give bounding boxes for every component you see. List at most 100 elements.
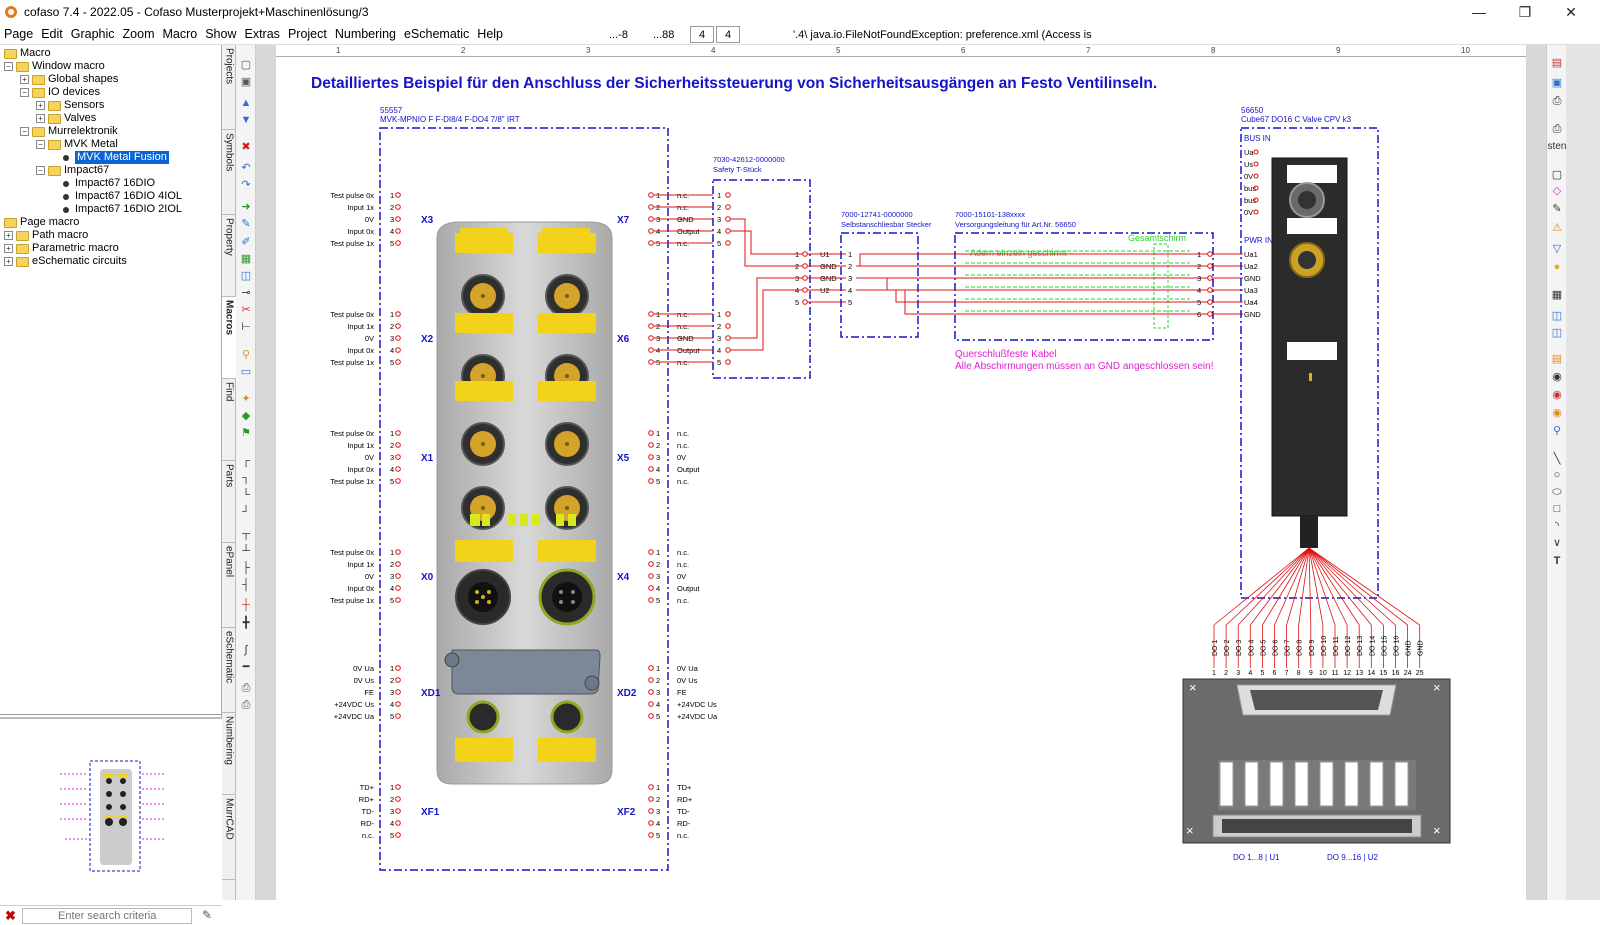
tree-node-impact67-16dio-2iol[interactable]: Impact67 16DIO 2IOL [60, 203, 182, 216]
tree-node-mvk-metal-fusion[interactable]: MVK Metal Fusion [60, 151, 169, 164]
grid-icon[interactable]: ▦ [240, 253, 252, 265]
fill-icon[interactable]: ◆ [241, 410, 251, 422]
collapse-icon[interactable]: − [36, 140, 45, 149]
text-tool-icon[interactable]: T [1553, 555, 1561, 567]
globe-icon[interactable]: ◉ [1552, 371, 1562, 383]
restore-button[interactable]: ❐ [1518, 3, 1532, 20]
tree-node-window-macro[interactable]: −Window macro [4, 60, 105, 73]
tab-parts[interactable]: Parts [222, 461, 236, 543]
menu-edit[interactable]: Edit [41, 27, 63, 41]
minimize-button[interactable]: — [1472, 4, 1486, 20]
menu-macro[interactable]: Macro [162, 27, 198, 41]
collapse-icon[interactable]: − [4, 62, 13, 71]
schematic-drawing[interactable]: Detailliertes Beispiel für den Anschluss… [276, 57, 1526, 900]
collapse-icon[interactable]: − [20, 88, 29, 97]
menu-show[interactable]: Show [205, 27, 237, 41]
tab-murrcad[interactable]: MurrCAD [222, 795, 236, 880]
polyline-tool-icon[interactable]: ∨ [1552, 537, 1562, 549]
collapse-icon[interactable]: − [36, 166, 45, 175]
arrow-down-icon[interactable]: ▼ [240, 114, 252, 126]
menu-project[interactable]: Project [287, 27, 327, 41]
window-icon[interactable]: ▭ [240, 366, 252, 378]
document-icon[interactable]: ▤ [1551, 57, 1563, 69]
layers-icon[interactable]: ◫ [1551, 310, 1563, 322]
stack-icon[interactable]: ◫ [1551, 327, 1563, 339]
right-tab-label[interactable]: sten [1547, 141, 1567, 152]
print-icon[interactable]: ⎙ [1552, 95, 1562, 107]
expand-icon[interactable]: + [20, 75, 29, 84]
line-icon[interactable]: ━ [242, 661, 250, 673]
note-icon[interactable]: ▤ [1551, 353, 1563, 365]
new-icon[interactable]: ▢ [240, 59, 252, 71]
arc-tool-icon[interactable]: ◝ [1554, 520, 1560, 532]
flag-icon[interactable]: ⚑ [241, 427, 251, 439]
junction-icon[interactable]: ╋ [242, 617, 250, 629]
tree-node-macro[interactable]: Macro [4, 47, 51, 60]
corner-br-icon[interactable]: ┘ [242, 506, 250, 518]
panel-icon[interactable]: ▣ [1551, 77, 1563, 89]
tree-node-io-devices[interactable]: −IO devices [20, 86, 100, 99]
tab-eschematic[interactable]: eSchematic [222, 628, 236, 713]
pencil-icon[interactable]: ✎ [241, 218, 251, 230]
magnifier-icon[interactable]: ⚲ [1552, 425, 1562, 437]
move-right-icon[interactable]: ➜ [241, 201, 251, 213]
tab-numbering[interactable]: Numbering [222, 713, 236, 795]
menu-graphic[interactable]: Graphic [70, 27, 115, 41]
rect-tool-icon[interactable]: □ [1553, 503, 1561, 515]
tee-right-icon[interactable]: ├ [242, 562, 250, 574]
collapse-icon[interactable]: − [20, 127, 29, 136]
tee-up-icon[interactable]: ┴ [242, 545, 250, 557]
tree-node-impact67-16dio-4iol[interactable]: Impact67 16DIO 4IOL [60, 190, 182, 203]
undo-icon[interactable]: ↶ [241, 162, 251, 174]
tree-node-impact67-16dio[interactable]: Impact67 16DIO [60, 177, 155, 190]
tag-icon[interactable]: ◇ [1552, 185, 1562, 197]
printer-icon[interactable]: ⎙ [241, 699, 251, 711]
tee-down-icon[interactable]: ┬ [242, 528, 250, 540]
expand-icon[interactable]: + [4, 244, 13, 253]
search-icon[interactable]: ✎ [202, 908, 213, 922]
close-button[interactable]: ✕ [1565, 3, 1577, 20]
expand-icon[interactable]: + [4, 257, 13, 266]
measure-icon[interactable]: ⊢ [241, 321, 251, 333]
tree-node-sensors[interactable]: +Sensors [36, 99, 104, 112]
cross-icon[interactable]: ┼ [242, 599, 250, 611]
page-icon[interactable]: ▢ [1551, 169, 1563, 181]
arrow-up-icon[interactable]: ▲ [240, 97, 252, 109]
expand-icon[interactable]: + [36, 101, 45, 110]
redo-icon[interactable]: ↷ [241, 179, 251, 191]
tab-property[interactable]: Property [222, 215, 236, 297]
print-icon[interactable]: ⎙ [241, 682, 251, 694]
menu-help[interactable]: Help [477, 27, 504, 41]
pen-icon[interactable]: ✐ [241, 236, 251, 248]
tree-node-valves[interactable]: +Valves [36, 112, 96, 125]
cut-icon[interactable]: ✂ [241, 304, 251, 316]
tab-macros[interactable]: Macros [222, 297, 236, 379]
expand-icon[interactable]: + [4, 231, 13, 240]
menu-extras[interactable]: Extras [244, 27, 280, 41]
warning-icon[interactable]: ⚠ [1552, 222, 1562, 234]
palette-icon[interactable]: ◉ [1552, 407, 1562, 419]
tree-node-parametric-macro[interactable]: +Parametric macro [4, 242, 119, 255]
menu-eschematic[interactable]: eSchematic [403, 27, 470, 41]
tree-node-impact67[interactable]: −Impact67 [36, 164, 109, 177]
page-field-1[interactable]: 4 [690, 26, 714, 43]
tab-symbols[interactable]: Symbols [222, 130, 236, 215]
corner-bl-icon[interactable]: └ [242, 489, 250, 501]
paint-icon[interactable]: ◉ [1552, 389, 1562, 401]
tree-node-global-shapes[interactable]: +Global shapes [20, 73, 118, 86]
search-input[interactable] [22, 907, 192, 924]
tree-node-murrelektronik[interactable]: −Murrelektronik [20, 125, 118, 138]
save-icon[interactable]: ▣ [240, 76, 252, 88]
corner-tr-icon[interactable]: ┐ [242, 472, 250, 484]
page-field-2[interactable]: 4 [716, 26, 740, 43]
menu-page[interactable]: Page [4, 27, 34, 41]
tree-node-page-macro[interactable]: Page macro [4, 216, 79, 229]
corner-tl-icon[interactable]: ┌ [242, 455, 250, 467]
bulb-icon[interactable]: ● [1553, 261, 1561, 273]
circle-tool-icon[interactable]: ○ [1553, 469, 1561, 481]
curve-icon[interactable]: ∫ [244, 644, 248, 656]
tab-projects[interactable]: Projects [222, 45, 236, 130]
delete-icon[interactable]: ✖ [241, 141, 251, 153]
zoom-icon[interactable]: ⚲ [241, 349, 251, 361]
select-icon[interactable]: ◫ [240, 270, 252, 282]
